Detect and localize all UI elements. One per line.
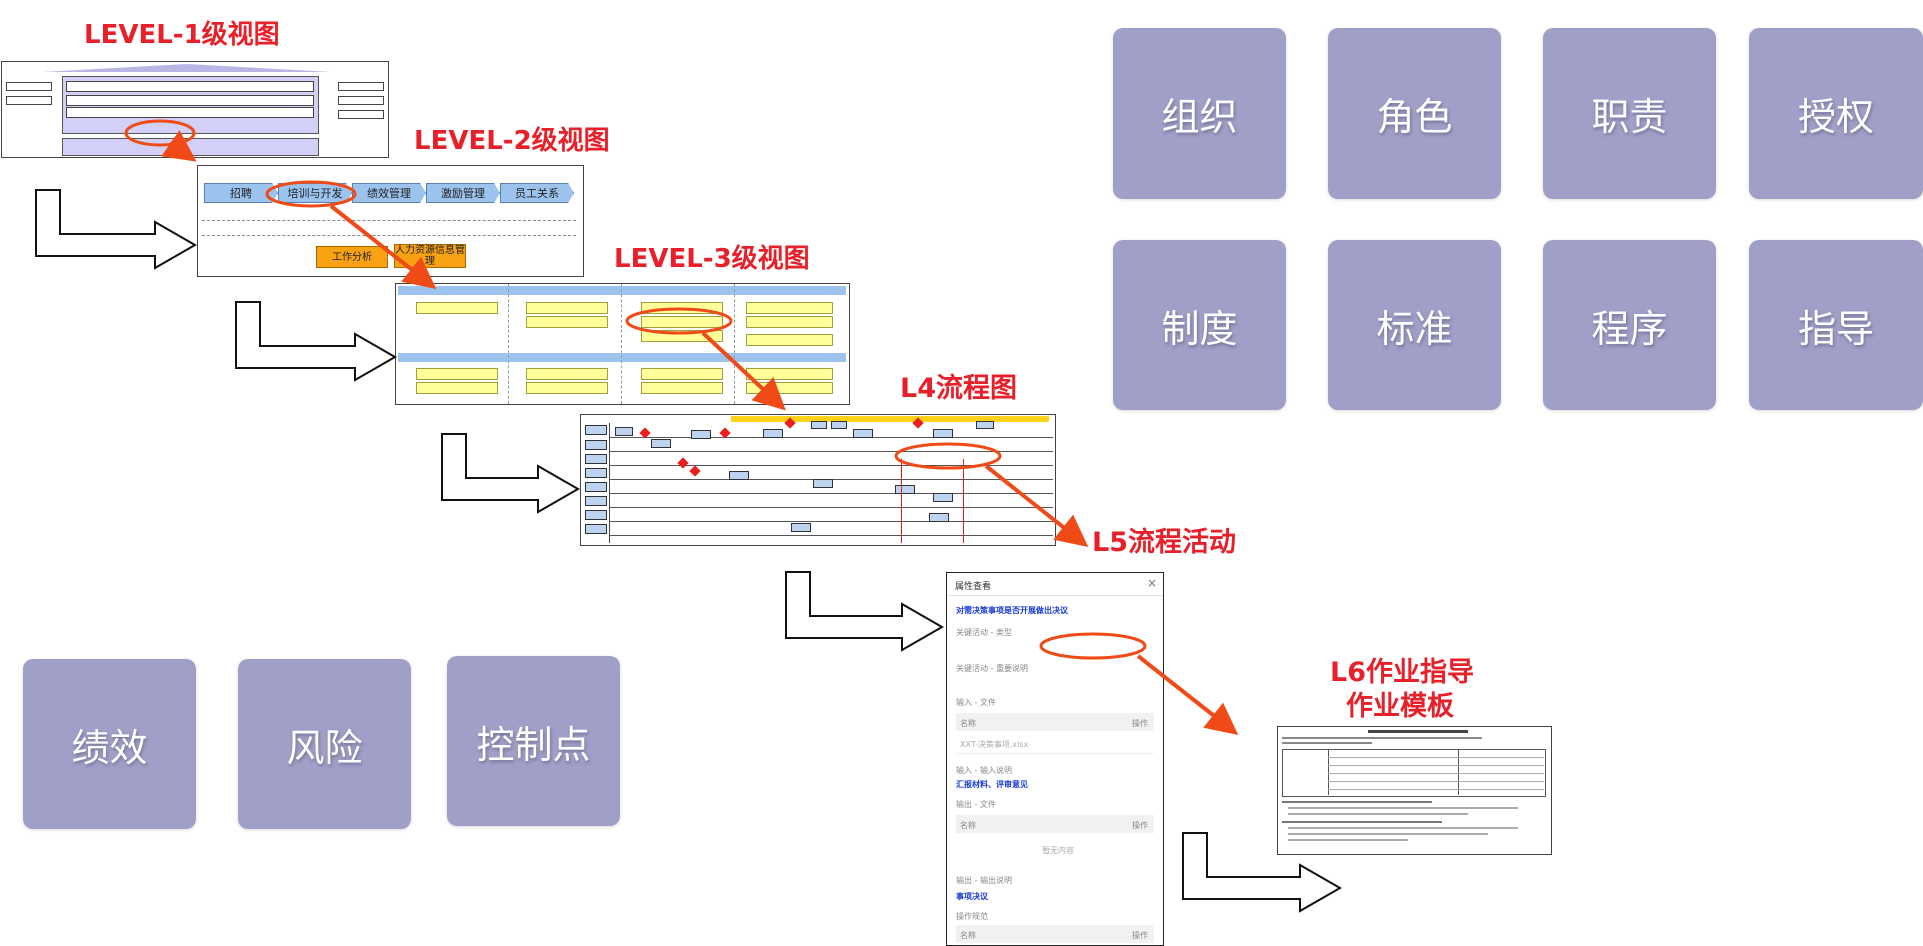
tile-performance: 绩效 <box>23 659 196 829</box>
elbow-arrow-4 <box>785 571 945 652</box>
elbow-arrow-1 <box>35 189 198 270</box>
l6-title-line2: 作业模板 <box>1346 691 1454 722</box>
output-file-label: 输出 - 文件 <box>956 800 996 809</box>
level-2-title: LEVEL-2级视图 <box>414 126 610 156</box>
tile-standard: 标准 <box>1328 240 1501 410</box>
red-connector-3 <box>701 331 786 411</box>
tile-risk: 风险 <box>238 659 411 829</box>
activity-name: 对需决策事项是否开展做出决议 <box>956 606 1068 615</box>
input-desc-label: 输入 - 输入说明 <box>956 766 1012 775</box>
input-col-action: 操作 <box>1132 719 1148 728</box>
tile-control-point: 控制点 <box>447 656 620 826</box>
highlight-ellipse-l4 <box>894 442 1002 470</box>
close-icon[interactable]: × <box>1146 576 1157 590</box>
level-3-view-thumbnail <box>395 283 850 405</box>
input-desc-value: 汇报材料、评审意见 <box>956 780 1028 789</box>
box-job-analysis: 工作分析 <box>316 246 388 268</box>
l5-attribute-dialog: 属性查看 × 对需决策事项是否开展做出决议 关键活动 - 类型 关键活动 - 重… <box>946 572 1164 946</box>
operation-label: 操作规范 <box>956 912 988 921</box>
level-1-title: LEVEL-1级视图 <box>84 20 280 50</box>
output-empty: 暂无内容 <box>1042 846 1074 855</box>
tile-procedure: 程序 <box>1543 240 1716 410</box>
highlight-ellipse-l1 <box>124 119 196 147</box>
tile-system: 制度 <box>1113 240 1286 410</box>
chevron-recruitment: 招聘 <box>204 183 278 203</box>
input-col-name: 名称 <box>960 719 976 728</box>
l6-work-template-thumbnail <box>1277 726 1552 855</box>
tile-responsibility: 职责 <box>1543 28 1716 199</box>
output-col-name: 名称 <box>960 821 976 830</box>
level-3-title: LEVEL-3级视图 <box>614 244 810 274</box>
red-connector-1 <box>161 130 197 162</box>
key-desc-label: 关键活动 - 重要说明 <box>956 664 1028 673</box>
red-connector-2 <box>329 204 437 289</box>
tile-guidance: 指导 <box>1749 240 1923 410</box>
chevron-training: 培训与开发 <box>278 183 352 203</box>
elbow-arrow-3 <box>441 433 581 514</box>
elbow-arrow-2 <box>235 301 398 382</box>
input-file-name[interactable]: XXT-决策事项.xlsx <box>960 740 1029 749</box>
operation-col-name: 名称 <box>960 931 976 940</box>
tile-role: 角色 <box>1328 28 1501 199</box>
l6-title-line1: L6作业指导 <box>1330 657 1474 688</box>
level-2-view-thumbnail: 招聘 培训与开发 绩效管理 激励管理 员工关系 工作分析 人力资源信息管理 <box>197 165 584 277</box>
output-col-action: 操作 <box>1132 821 1148 830</box>
l4-flowchart-thumbnail <box>580 414 1056 546</box>
red-connector-4 <box>984 464 1089 547</box>
highlight-ellipse-l2 <box>265 180 357 208</box>
key-type-label: 关键活动 - 类型 <box>956 628 1012 637</box>
highlight-ellipse-l3 <box>625 307 733 335</box>
elbow-arrow-5 <box>1182 832 1343 913</box>
input-file-label: 输入 - 文件 <box>956 698 996 707</box>
highlight-ellipse-l5 <box>1039 632 1147 660</box>
l5-title: L5流程活动 <box>1092 527 1236 558</box>
red-connector-5 <box>1136 654 1239 735</box>
output-desc-label: 输出 - 输出说明 <box>956 876 1012 885</box>
chevron-incentive: 激励管理 <box>426 183 500 203</box>
tile-authorization: 授权 <box>1749 28 1923 199</box>
l4-title: L4流程图 <box>900 373 1017 404</box>
output-desc-value: 事项决议 <box>956 892 988 901</box>
operation-col-action: 操作 <box>1132 931 1148 940</box>
dialog-title: 属性查看 <box>955 582 992 592</box>
chevron-performance: 绩效管理 <box>352 183 426 203</box>
chevron-employee-relations: 员工关系 <box>500 183 574 203</box>
tile-organization: 组织 <box>1113 28 1286 199</box>
